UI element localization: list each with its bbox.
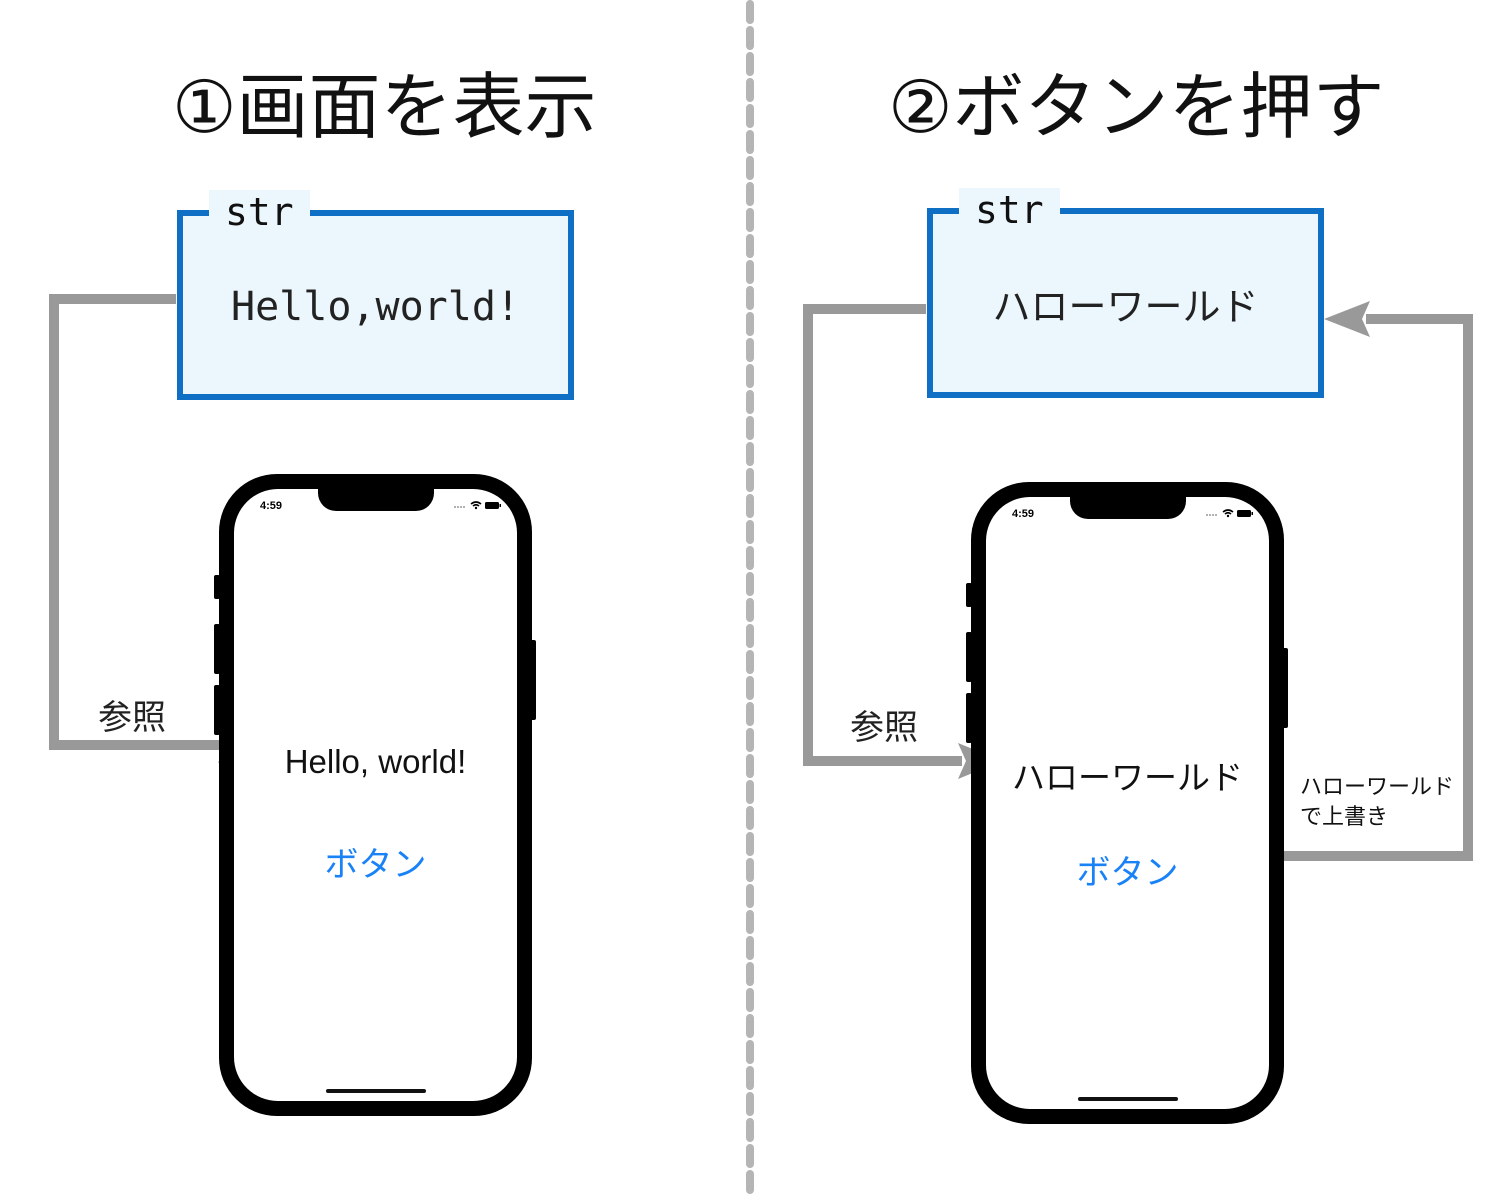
step-2-title: ②ボタンを押す xyxy=(888,65,1385,149)
reference-arrow-1 xyxy=(49,294,222,750)
phone-side-button-left xyxy=(214,685,220,735)
phone-notch xyxy=(1069,497,1186,519)
variable-value: ハローワールド xyxy=(992,285,1259,329)
overwrite-arrowhead xyxy=(1324,301,1370,337)
reference-label-1: 参照 xyxy=(98,698,166,738)
status-time: 4:59 xyxy=(260,500,283,512)
home-indicator xyxy=(325,1089,426,1093)
variable-box-1: str Hello,world! xyxy=(177,190,574,400)
reference-arrow-2 xyxy=(803,304,962,766)
reference-label-2: 参照 xyxy=(850,708,918,748)
phone-side-button-right xyxy=(530,640,536,720)
variable-box-2: str ハローワールド xyxy=(927,188,1324,398)
variable-value: Hello,world! xyxy=(231,284,520,330)
phone-frame-1: 4:59 Hello, world! ボタン xyxy=(219,474,532,1116)
phone-frame-2: 4:59 ハローワールド ボタン xyxy=(971,482,1284,1124)
phone-screen: 4:59 Hello, world! ボタン xyxy=(234,489,517,1101)
screen-label: ハローワールド xyxy=(1012,759,1243,796)
phone-notch xyxy=(317,489,434,511)
home-indicator xyxy=(1077,1097,1178,1101)
status-icons xyxy=(454,501,501,510)
phone-side-button-right xyxy=(1282,648,1288,728)
overwrite-label: ハローワールド で上書き xyxy=(1300,773,1454,833)
screen-button[interactable]: ボタン xyxy=(1076,854,1179,892)
overwrite-label-line1: ハローワールド xyxy=(1300,775,1455,800)
screen-label: Hello, world! xyxy=(284,743,467,780)
phone-screen: 4:59 ハローワールド ボタン xyxy=(986,497,1269,1109)
step-1-title: ①画面を表示 xyxy=(172,65,597,149)
overwrite-arrow xyxy=(1208,314,1473,861)
phone-side-button-left xyxy=(966,693,972,743)
variable-name: str xyxy=(959,188,1060,232)
phone-side-button-left xyxy=(966,632,972,682)
variable-name: str xyxy=(209,190,310,234)
phone-side-button-left xyxy=(214,575,220,599)
phone-side-button-left xyxy=(966,583,972,607)
status-time: 4:59 xyxy=(1012,508,1035,520)
screen-button[interactable]: ボタン xyxy=(324,846,427,884)
phone-side-button-left xyxy=(214,624,220,674)
status-icons xyxy=(1206,509,1253,518)
overwrite-label-line2: で上書き xyxy=(1300,805,1389,830)
